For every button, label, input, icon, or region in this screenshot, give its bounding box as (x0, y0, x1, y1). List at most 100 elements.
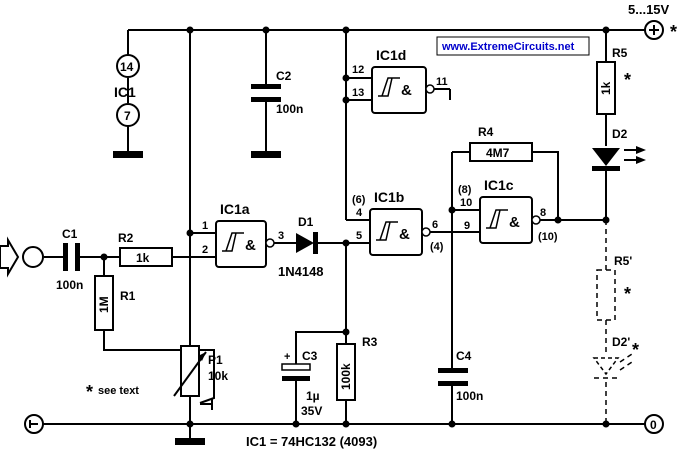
resistor-r3 (336, 343, 356, 401)
d2-alt-asterisk: * (632, 340, 639, 360)
r5-value: 1k (599, 81, 613, 95)
ic1d-pin-out: 11 (436, 76, 448, 88)
capacitor-c4 (438, 368, 468, 386)
capacitor-c1 (63, 243, 80, 271)
ground-bars (113, 151, 281, 445)
junction-dot (292, 420, 300, 428)
r5-name: R5 (612, 46, 628, 60)
r2-name: R2 (118, 231, 134, 245)
junction-dot (262, 26, 270, 34)
ic1b-name: IC1b (374, 189, 404, 205)
r3-name: R3 (362, 335, 378, 349)
r5-asterisk: * (624, 70, 631, 90)
r3-value: 100k (339, 363, 353, 390)
c1-value: 100n (56, 278, 83, 292)
resistor-r1 (94, 275, 114, 331)
ground-bar-p1 (175, 438, 205, 445)
input-jack (0, 236, 44, 278)
d2-alt-name: D2' (612, 335, 630, 349)
ic1c-name: IC1c (484, 177, 514, 193)
r4-name: R4 (478, 125, 494, 139)
ic1b-symbol: & (399, 226, 410, 243)
ground-bar-c2 (251, 151, 281, 158)
junction-dot (602, 26, 610, 34)
ground-terminal-right (644, 414, 664, 434)
c4-value: 100n (456, 389, 483, 403)
led-d2-alt (592, 353, 633, 379)
junction-dot (186, 26, 194, 34)
r1-name: R1 (120, 289, 136, 303)
ic1d-name: IC1d (376, 47, 406, 63)
website-label: www.ExtremeCircuits.net (441, 41, 575, 53)
junction-dot (186, 420, 194, 428)
resistor-r5-alt (596, 269, 616, 321)
ic1b-pin-out-alt: (4) (430, 241, 444, 253)
junctions (100, 26, 610, 428)
r4-right-wire (532, 151, 559, 220)
d2-name: D2 (612, 127, 628, 141)
gate-ic1a (215, 220, 275, 268)
p1-name: P1 (208, 353, 223, 367)
ic1b-pin-in1-alt: (6) (352, 194, 366, 206)
see-text-note: see text (98, 385, 139, 397)
supply-label: 5...15V (628, 2, 670, 17)
r4-value: 4M7 (486, 146, 510, 160)
c3-plus: + (284, 351, 290, 363)
junction-dot (554, 216, 562, 224)
ic1a-pin-in1: 1 (202, 220, 208, 232)
diode-d1 (296, 232, 318, 254)
ic1b-pin-in1: 4 (356, 207, 363, 219)
junction-dot (602, 420, 610, 428)
ic1c-pin-in1: 10 (460, 197, 472, 209)
p1-value: 10k (208, 369, 228, 383)
c1-name: C1 (62, 227, 78, 241)
junction-dot (448, 206, 456, 214)
resistor-r4 (469, 142, 533, 162)
ic1a-pin-in2: 2 (202, 244, 208, 256)
junction-dot (602, 216, 610, 224)
junction-dot (100, 253, 108, 261)
supply-terminal (644, 20, 664, 40)
r5-alt-name: R5' (614, 254, 632, 268)
website-box (436, 36, 590, 56)
r1-value: 1M (97, 296, 111, 313)
r5-alt-asterisk: * (624, 284, 631, 304)
c4-name: C4 (456, 349, 472, 363)
resistor-r5 (596, 61, 616, 115)
ic1-pin-gnd (116, 103, 140, 127)
ic1c-pin-in1-alt: (8) (458, 184, 472, 196)
ground-terminal-label: 0 (650, 418, 657, 432)
ic1c-pin-in2: 9 (464, 220, 470, 232)
ic1c-pin-out-alt: (10) (538, 231, 558, 243)
ic1c-symbol: & (509, 214, 520, 231)
ic1-pin-vcc-label: 14 (120, 60, 134, 74)
ic1-pin-vcc (116, 54, 140, 78)
gate-ic1c (479, 196, 541, 244)
junction-dot (342, 74, 350, 82)
ic1a-name: IC1a (220, 201, 250, 217)
gate-ic1d (371, 66, 435, 114)
ic1d-pin-in2: 13 (352, 87, 364, 99)
junction-dot (342, 420, 350, 428)
ic1d-symbol: & (401, 82, 412, 99)
capacitor-c3 (281, 363, 311, 381)
gate-ic1b (369, 208, 431, 256)
r2-value: 1k (136, 251, 150, 265)
ic1b-pin-in2: 5 (356, 230, 362, 242)
junction-dot (186, 229, 194, 237)
junction-dot (342, 26, 350, 34)
c3-voltage: 35V (301, 404, 322, 418)
c2-name: C2 (276, 69, 292, 83)
ic1-pin-gnd-label: 7 (124, 109, 131, 123)
wires (42, 29, 646, 440)
d1-value: 1N4148 (278, 264, 324, 279)
r1-to-p1-wire (103, 330, 215, 404)
d1-name: D1 (298, 215, 314, 229)
see-text-asterisk: * (86, 382, 93, 402)
ic1b-pin-out: 6 (432, 219, 438, 231)
ic1a-pin-out: 3 (278, 230, 284, 242)
ic1c-pin-out: 8 (540, 207, 546, 219)
potentiometer-p1 (173, 345, 213, 410)
ic1d-pin-in1: 12 (352, 64, 364, 76)
